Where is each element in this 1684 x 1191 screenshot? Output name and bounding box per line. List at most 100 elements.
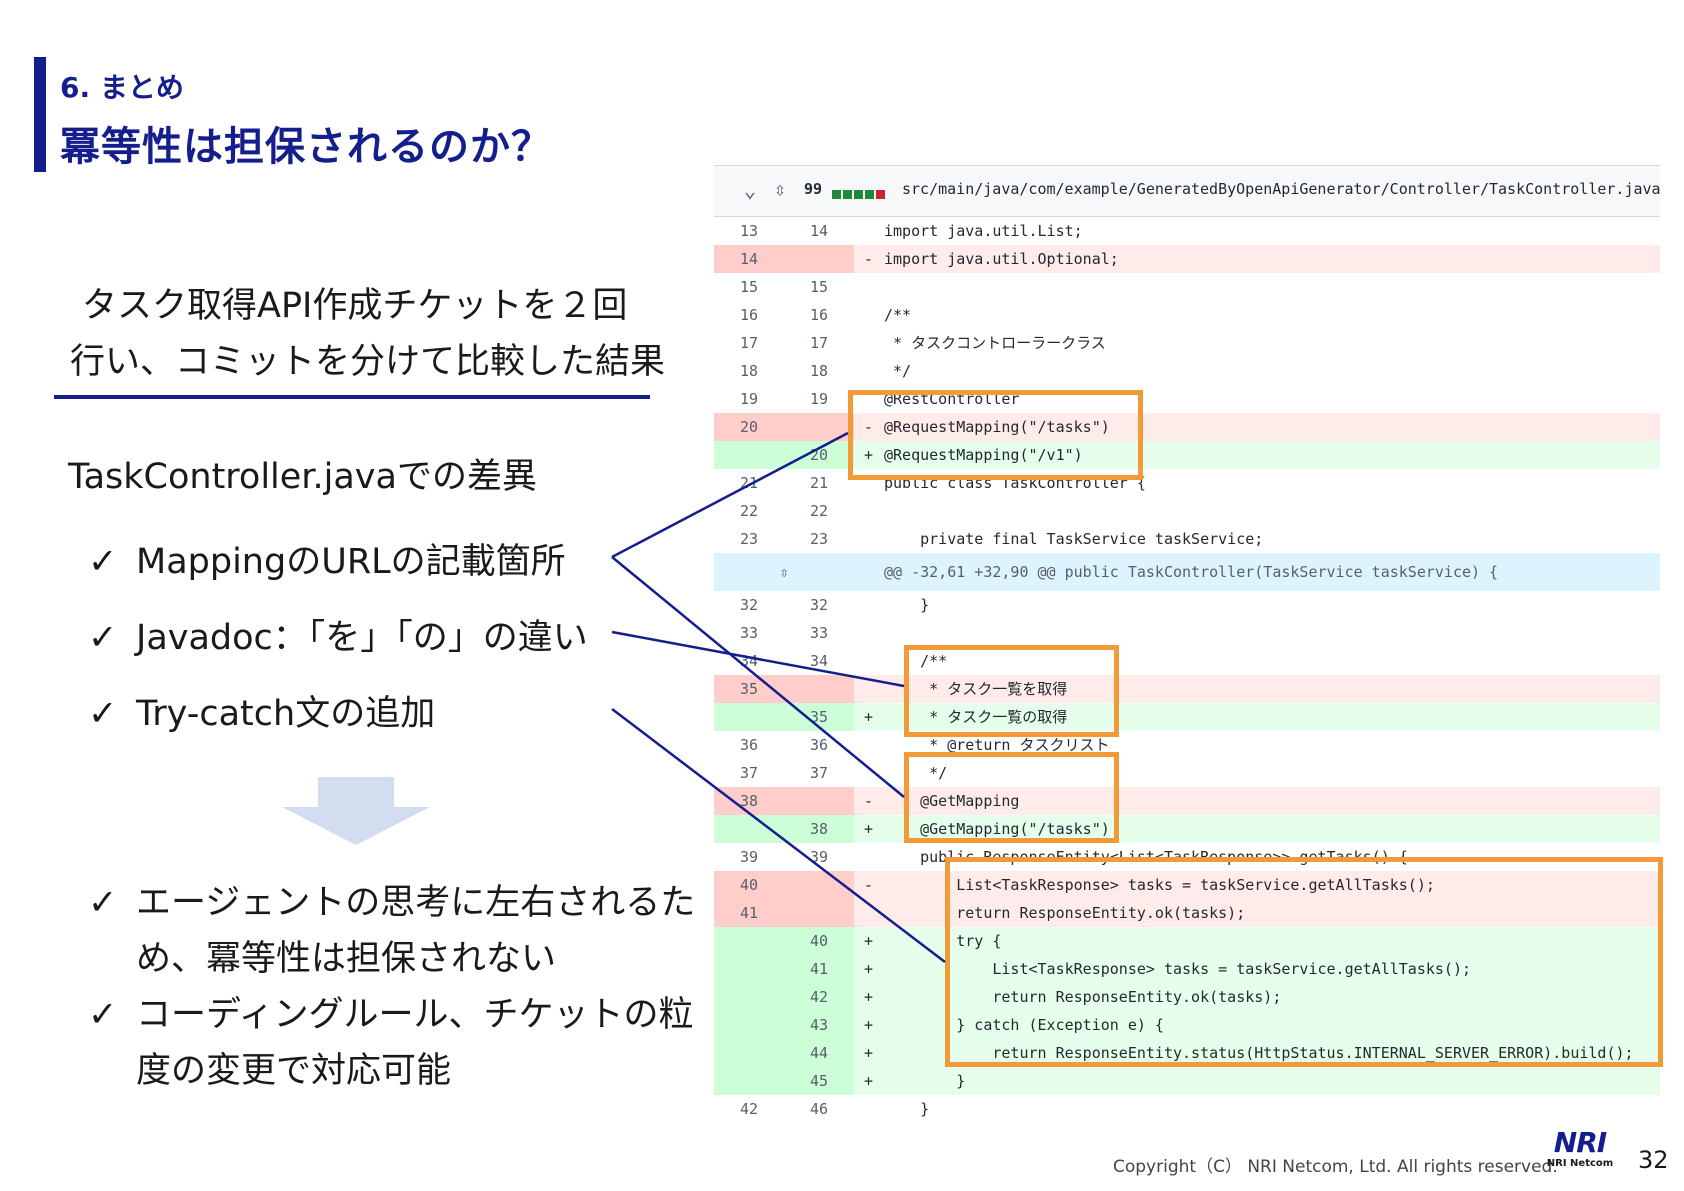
old-line-number: 16 [739,306,759,324]
diff-line: 23 23 private final TaskService taskServi… [714,525,1660,553]
code-text: private final TaskService taskService; [884,530,1264,548]
code-text: * @return タスクリスト [884,736,1110,754]
new-line-number: 21 [809,474,829,492]
chevron-down-icon[interactable]: ⌄ [744,178,757,202]
old-line-number [714,703,784,731]
diff-line: 14-import java.util.Optional; [714,245,1660,273]
old-line-number: 32 [739,596,759,614]
old-line-number: 40 [714,871,784,899]
old-line-number [714,955,784,983]
diff-line: 35 * タスク一覧を取得 [714,675,1660,703]
highlight-box-mapping [848,390,1143,480]
conclusion-list: ✓エージェントの思考に左右されるため、冪等性は担保されない ✓コーディングルール… [88,875,726,1099]
old-line-number [714,1067,784,1095]
old-line-number: 35 [714,675,784,703]
new-line-number: 38 [784,815,854,843]
intro-underline [54,395,650,399]
diffstat-blocks [832,185,887,203]
new-line-number: 45 [784,1067,854,1095]
new-line-number: 40 [784,927,854,955]
highlight-box-getmapping [904,752,1119,843]
diff-line: 13 14 import java.util.List; [714,217,1660,245]
change-count: 99 [804,180,823,198]
new-line-number: 20 [784,441,854,469]
diff-line: 42 + return ResponseEntity.ok(tasks); [714,983,1660,1011]
code-text: @RequestMapping("/v1") [884,446,1083,464]
old-line-number: 18 [739,362,759,380]
old-line-number: 37 [739,764,759,782]
new-line-number [784,245,854,273]
old-line-number: 19 [739,390,759,408]
new-line-number: 17 [809,334,829,352]
down-arrow-icon [282,777,430,845]
new-line-number: 44 [784,1039,854,1067]
old-line-number [714,441,784,469]
difference-item-trycatch: ✓Try-catch文の追加 [88,694,436,734]
check-icon: ✓ [88,883,118,923]
diff-sign: - [864,250,874,268]
new-line-number: 39 [809,848,829,866]
code-text: @RequestMapping("/tasks") [884,418,1110,436]
old-line-number [714,983,784,1011]
new-line-number: 34 [809,652,829,670]
code-text: @GetMapping("/tasks") [884,820,1110,838]
new-line-number: 23 [809,530,829,548]
old-line-number: 36 [739,736,759,754]
new-line-number [784,413,854,441]
diff-sign: + [864,1044,874,1062]
old-line-number: 39 [739,848,759,866]
copyright: Copyright（C） NRI Netcom, Ltd. All rights… [1113,1157,1558,1177]
new-line-number [784,899,854,927]
old-line-number [714,815,784,843]
new-line-number: 46 [809,1100,829,1117]
expand-icon[interactable]: ⇳ [774,177,787,201]
new-line-number: 32 [809,596,829,614]
code-text: /** [884,306,912,324]
conclusion-item: ✓コーディングルール、チケットの粒度の変更で対応可能 [88,987,726,1099]
diff-line: 38+ @GetMapping("/tasks") [714,815,1660,843]
diff-hunk-header[interactable]: ⇳ @@ -32,61 +32,90 @@ public TaskControll… [714,553,1660,591]
old-line-number: 20 [714,413,784,441]
code-text: } [884,1100,930,1117]
highlight-box-trycatch [945,857,1663,1067]
new-line-number: 42 [784,983,854,1011]
code-text: import java.util.List; [884,222,1083,240]
old-line-number: 23 [739,530,759,548]
old-line-number: 33 [739,624,759,642]
new-line-number [784,871,854,899]
diff-sign: + [864,708,874,726]
diff-sign: + [864,988,874,1006]
code-text: } catch (Exception e) { [884,1016,1164,1034]
code-text: * タスク一覧を取得 [884,680,1068,698]
intro-text: タスク取得API作成チケットを２回 行い、コミットを分けて比較した結果 [70,278,665,390]
new-line-number: 22 [809,502,829,520]
expand-icon[interactable]: ⇳ [779,563,789,581]
file-path: src/main/java/com/example/GeneratedByOpe… [902,180,1660,198]
code-text: try { [884,932,1002,950]
old-line-number: 13 [739,222,759,240]
code-text: */ [884,362,912,380]
old-line-number: 22 [739,502,759,520]
code-text: List<TaskResponse> tasks = taskService.g… [884,876,1435,894]
new-line-number: 14 [809,222,829,240]
difference-item-javadoc: ✓Javadoc：「を」「の」の違い [88,618,588,658]
old-line-number: 15 [739,278,759,296]
diff-sign: + [864,446,874,464]
code-text: /** [884,652,948,670]
code-text: return ResponseEntity.ok(tasks); [884,988,1282,1006]
old-line-number: 17 [739,334,759,352]
new-line-number: 18 [809,362,829,380]
old-line-number: 38 [714,787,784,815]
check-icon: ✓ [88,542,118,582]
diff-sign: + [864,932,874,950]
check-icon: ✓ [88,995,118,1035]
intro-line-1: タスク取得API作成チケットを２回 [82,286,628,326]
diff-line: 38- @GetMapping [714,787,1660,815]
old-line-number: 41 [714,899,784,927]
code-text: @@ -32,61 +32,90 @@ public TaskControlle… [884,563,1499,581]
